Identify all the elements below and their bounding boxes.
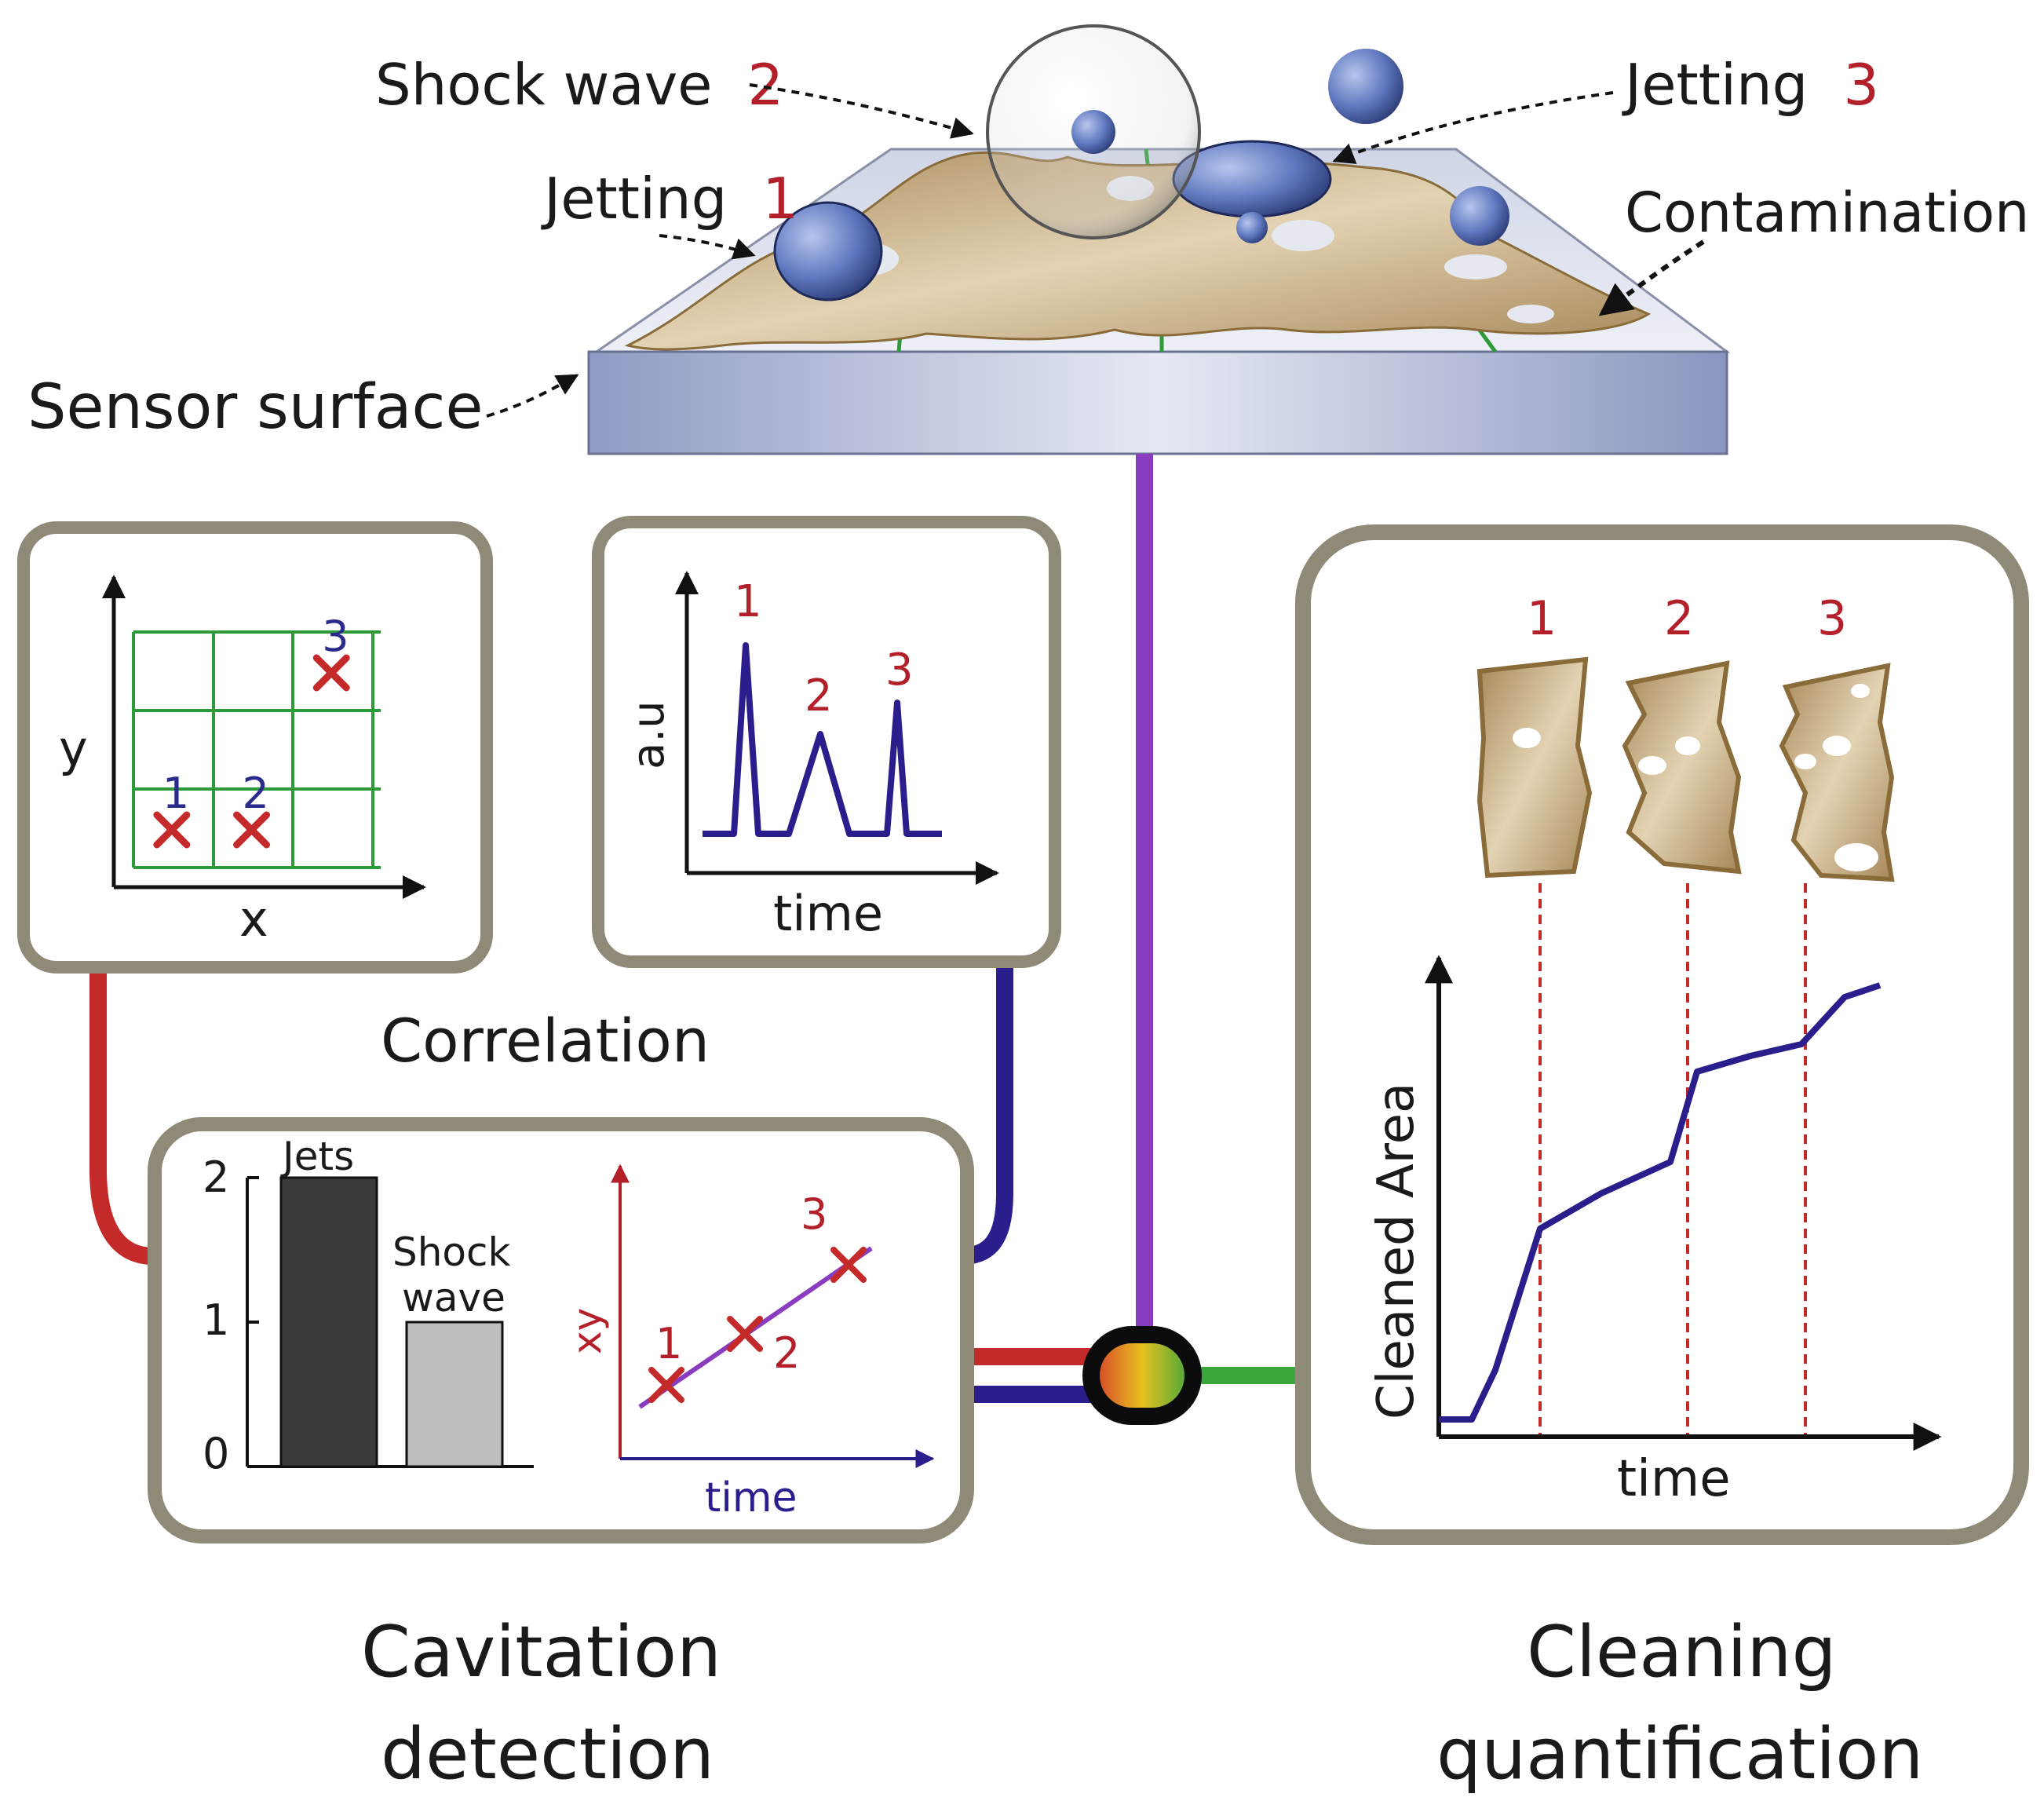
ytick-2: 2 xyxy=(203,1153,229,1202)
bar-label-shock: Shock xyxy=(392,1229,511,1275)
position-point-3 xyxy=(312,654,350,692)
x-axis-label: x xyxy=(239,890,268,948)
cleaning-title-line1: Cleaning xyxy=(1527,1611,1837,1693)
panel-frame xyxy=(148,1117,974,1543)
position-point-label-3: 3 xyxy=(322,612,349,661)
svg-text:Jetting 1: Jetting 1 xyxy=(541,166,798,232)
jetting-3-arrow xyxy=(1332,91,1614,164)
jet-bubble-1 xyxy=(773,201,883,301)
xy-point-2 xyxy=(727,1316,763,1352)
ytick-1: 1 xyxy=(203,1295,229,1345)
position-points: 1 2 3 xyxy=(153,612,350,849)
cavitation-panel: 2 1 0 Jets Shock wave xy time 1 2 3 xyxy=(148,1117,974,1543)
y-axis-label: y xyxy=(59,720,88,777)
contamination-hole xyxy=(1444,254,1507,279)
xy-point-3 xyxy=(830,1247,867,1283)
panel-frame xyxy=(17,521,493,974)
panel-frame xyxy=(592,516,1061,968)
stage-thumbnail-1 xyxy=(1476,656,1593,879)
time-axis-label: time xyxy=(705,1474,797,1522)
cleaning-title-line2: quantification xyxy=(1436,1713,1923,1796)
stage-thumbnail-3 xyxy=(1779,663,1895,882)
svg-text:Shock wave 2: Shock wave 2 xyxy=(375,52,783,118)
signal-trace xyxy=(703,642,942,837)
xy-points xyxy=(648,1247,867,1403)
peak-label-2: 2 xyxy=(805,670,833,721)
position-point-2 xyxy=(233,811,271,849)
stage-label-1: 1 xyxy=(1527,591,1557,646)
svg-text:Jetting 3: Jetting 3 xyxy=(1622,52,1879,118)
x-axis-label: time xyxy=(1617,1450,1731,1508)
contamination-layer xyxy=(624,151,1652,351)
y-axis-label: Cleaned Area xyxy=(1367,1083,1425,1419)
red-connector xyxy=(89,972,154,1265)
position-grid xyxy=(132,630,381,869)
small-bubble xyxy=(1450,186,1509,246)
bar-jets xyxy=(279,1176,378,1468)
cavitation-title-line2: detection xyxy=(381,1713,714,1796)
xy-point-label-1: 1 xyxy=(655,1319,682,1368)
position-panel: y x 1 2 3 xyxy=(17,521,493,974)
stage-label-3: 3 xyxy=(1817,591,1847,646)
position-point-label-1: 1 xyxy=(162,769,189,818)
y-axis-label: a.u xyxy=(623,700,674,769)
contamination-hole xyxy=(1272,220,1334,251)
bar-label-jets: Jets xyxy=(280,1134,354,1179)
bar-shock-wave xyxy=(405,1321,504,1468)
stage-label-2: 2 xyxy=(1664,591,1694,646)
xy-point-label-2: 2 xyxy=(773,1328,800,1378)
jetting-1-number: 1 xyxy=(762,166,798,232)
small-bubble xyxy=(1236,212,1268,243)
cleaning-panel: 1 2 3 Cleaned Area time xyxy=(1295,524,2029,1545)
signal-panel: a.u time 1 2 3 xyxy=(592,516,1061,968)
sensor-surface-label: Sensor surface xyxy=(27,372,483,443)
bar-label-wave: wave xyxy=(402,1275,506,1321)
xy-point-label-3: 3 xyxy=(801,1189,827,1239)
cleaned-area-curve xyxy=(1439,982,1882,1423)
shock-wave-arrow xyxy=(749,83,974,139)
cavitation-title-line1: Cavitation xyxy=(361,1611,721,1693)
small-bubble xyxy=(1328,49,1403,124)
sensor-illustration xyxy=(587,24,1731,455)
sensor-plate-front xyxy=(587,350,1728,455)
x-axis-label: time xyxy=(773,885,883,942)
sensor-surface-arrow xyxy=(486,374,579,418)
xy-point-1 xyxy=(648,1367,684,1403)
small-bubble xyxy=(1071,110,1115,154)
shock-wave-label: Shock wave xyxy=(375,52,712,118)
contamination-arrow xyxy=(1598,239,1705,316)
peak-label-1: 1 xyxy=(734,576,762,627)
stage-guides xyxy=(1538,883,1807,1437)
position-point-label-2: 2 xyxy=(243,769,269,818)
connector-hub xyxy=(1082,1326,1202,1425)
top-labels: Shock wave 2 Jetting 3 Jetting 1 Contami… xyxy=(27,52,2029,443)
contamination-label: Contamination xyxy=(1625,181,2029,245)
jetting-1-label: Jetting xyxy=(541,166,727,232)
jetting-3-number: 3 xyxy=(1843,52,1879,118)
callout-arrows xyxy=(486,83,1705,418)
correlation-label: Correlation xyxy=(381,1006,710,1076)
xy-axis-label: xy xyxy=(564,1308,610,1354)
contamination-hole xyxy=(1507,305,1554,323)
position-point-1 xyxy=(153,811,191,849)
peak-label-3: 3 xyxy=(885,645,914,696)
ytick-0: 0 xyxy=(203,1429,229,1478)
stage-thumbnail-2 xyxy=(1622,660,1742,875)
jetting-3-label: Jetting xyxy=(1622,52,1808,118)
jetting-1-arrow xyxy=(659,234,756,260)
